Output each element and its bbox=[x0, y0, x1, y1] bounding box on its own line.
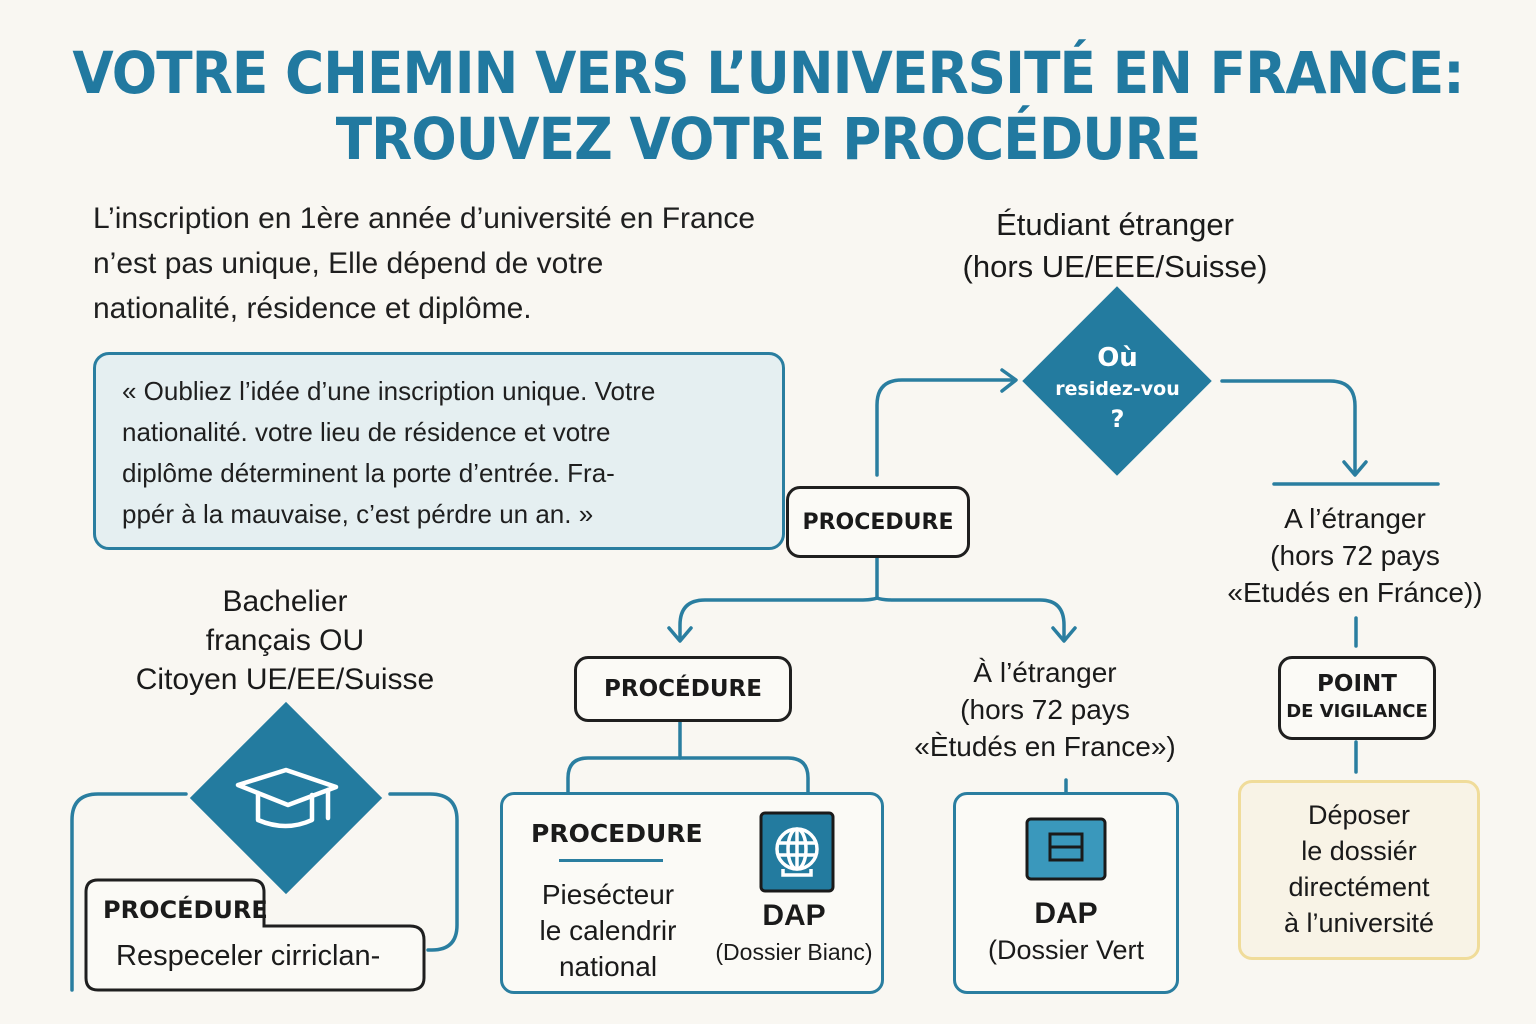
vigilance-line: DE VIGILANCE bbox=[1286, 701, 1428, 722]
quote-box: « Oubliez l’idée d’une inscription uniqu… bbox=[93, 352, 785, 550]
procedure-left-label: PROCÉDURE bbox=[103, 896, 268, 924]
dap-blanc-label: DAP bbox=[762, 899, 826, 932]
procedure-box-label: PROCEDURE bbox=[531, 819, 703, 848]
quote-line: « Oubliez l’idée d’une inscription uniqu… bbox=[122, 376, 656, 406]
abroad-mid-line: (hors 72 pays bbox=[960, 694, 1130, 725]
procedure-box-line: le calendrir bbox=[539, 915, 677, 946]
vigilance-box: POINT DE VIGILANCE bbox=[1278, 656, 1436, 740]
bachelier-label: Bachelier français OU Citoyen UE/EE/Suis… bbox=[110, 582, 460, 699]
intro-line: L’inscription en 1ère année d’université… bbox=[93, 202, 756, 235]
residence-question-line: ? bbox=[1110, 405, 1125, 433]
deposit-text: Déposer le dossiér directément à l’unive… bbox=[1241, 797, 1477, 941]
residence-question-line: residez-vou bbox=[1055, 378, 1180, 400]
graduation-cap-icon bbox=[235, 767, 339, 829]
folder-icon bbox=[1025, 817, 1107, 881]
abroad-mid-label: À l’étranger (hors 72 pays «Ètudés en Fr… bbox=[880, 654, 1210, 765]
procedure-box-line: national bbox=[558, 951, 658, 982]
procedure-mid-box: PROCÉDURE bbox=[574, 656, 792, 722]
procedure-mid-label: PROCÉDURE bbox=[604, 676, 762, 702]
procedure-box-text: Piesécteur le calendrir national bbox=[513, 877, 703, 985]
bachelier-line: Citoyen UE/EE/Suisse bbox=[135, 663, 435, 696]
quote-line: ppér à la mauvaise, c’est pérdre un an. … bbox=[122, 499, 594, 529]
quote-line: diplôme déterminent la porte d’entrée. F… bbox=[122, 458, 615, 488]
abroad-right-line: «Etudés en Fránce)) bbox=[1227, 577, 1483, 608]
foreign-student-line: (hors UE/EEE/Suisse) bbox=[962, 249, 1268, 284]
quote-line: nationalité. votre lieu de résidence et … bbox=[122, 417, 611, 447]
deposit-line: à l’université bbox=[1283, 908, 1435, 938]
foreign-student-line: Étudiant étranger bbox=[996, 207, 1234, 242]
deposit-box: Déposer le dossiér directément à l’unive… bbox=[1238, 780, 1480, 960]
vigilance-line: POINT bbox=[1317, 671, 1397, 697]
globe-icon bbox=[759, 811, 835, 893]
dap-vert-sub: (Dossier Vert bbox=[987, 935, 1145, 965]
residence-question-line: Où bbox=[1097, 343, 1138, 373]
abroad-mid-line: À l’étranger bbox=[973, 657, 1117, 688]
procedure-left-box bbox=[84, 878, 426, 992]
procedure-box-line: Piesécteur bbox=[541, 879, 675, 910]
procedure-center-label: PROCEDURE bbox=[802, 509, 954, 535]
page-title-line2: TROUVEZ VOTRE PROCÉDURE bbox=[335, 105, 1202, 173]
intro-line: n’est pas unique, Elle dépend de votre bbox=[93, 247, 604, 280]
deposit-line: Déposer bbox=[1307, 800, 1411, 830]
bachelier-line: français OU bbox=[205, 624, 365, 657]
abroad-right-label: A l’étranger (hors 72 pays «Etudés en Fr… bbox=[1190, 500, 1520, 611]
procedure-center-box: PROCEDURE bbox=[786, 486, 970, 558]
procedure-left-text: Respeceler cirriclan- bbox=[116, 940, 381, 972]
deposit-line: le dossiér bbox=[1301, 836, 1417, 866]
dap-blanc-sub: (Dossier Bianc) bbox=[715, 939, 873, 965]
procedure-box-underline bbox=[559, 859, 663, 862]
deposit-line: directément bbox=[1288, 872, 1430, 902]
foreign-student-label: Étudiant étranger (hors UE/EEE/Suisse) bbox=[930, 204, 1300, 288]
abroad-right-line: (hors 72 pays bbox=[1270, 540, 1440, 571]
intro-text: L’inscription en 1ère année d’université… bbox=[93, 196, 913, 331]
page-title-line1: VOTRE CHEMIN VERS L’UNIVERSITÉ EN FRANCE… bbox=[72, 39, 1464, 107]
bachelier-line: Bachelier bbox=[222, 585, 348, 618]
intro-line: nationalité, résidence et diplôme. bbox=[93, 292, 532, 325]
dap-vert-label: DAP bbox=[1034, 897, 1098, 930]
abroad-mid-line: «Ètudés en France») bbox=[914, 731, 1176, 762]
dap-vert-box: DAP (Dossier Vert bbox=[953, 792, 1179, 994]
abroad-right-line: A l’étranger bbox=[1284, 503, 1426, 534]
procedure-dap-blanc-box: PROCEDURE Piesécteur le calendrir nation… bbox=[500, 792, 884, 994]
residence-question: Où residez-vou ? bbox=[1030, 342, 1205, 434]
